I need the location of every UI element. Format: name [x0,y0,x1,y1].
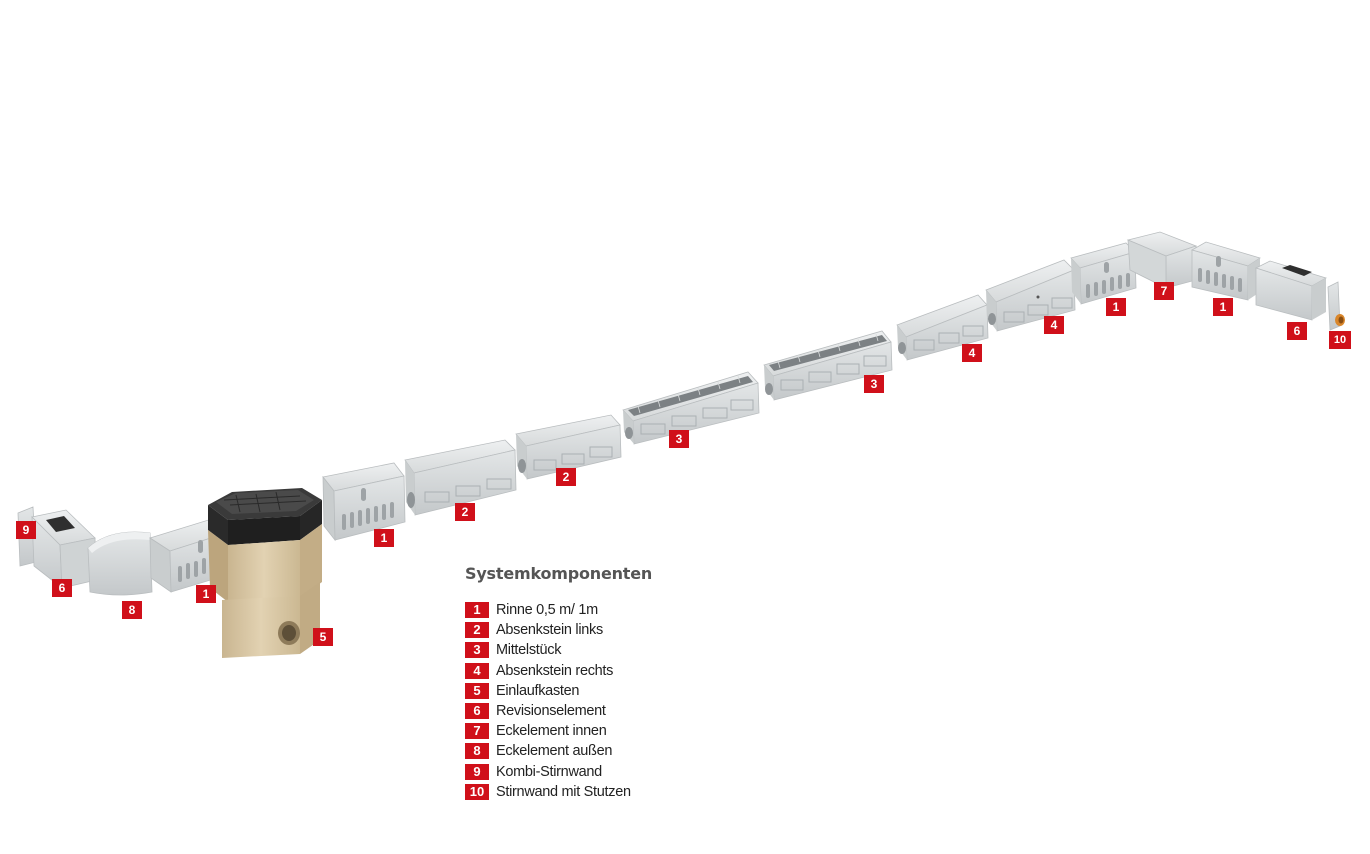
absenkstein-links-a [404,439,517,516]
legend-label: Einlaufkasten [496,682,580,699]
legend-number-badge: 9 [465,763,489,780]
legend-number-badge: 4 [465,662,489,679]
legend-label: Absenkstein rechts [496,662,614,679]
eckelement-innen [1126,231,1198,289]
mittelstueck-a [622,371,760,445]
callout-revisionselement-left: 6 [52,579,72,597]
mittelstueck-b [763,330,893,401]
callout-mittelstueck-b: 3 [864,375,884,393]
revisionselement-left [31,509,97,589]
legend-label: Stirnwand mit Stutzen [496,783,631,800]
eckelement-aussen [87,531,153,596]
callout-einlaufkasten: 5 [313,628,333,646]
legend-item: 10 Stirnwand mit Stutzen [465,782,652,802]
callout-eckelement-innen: 7 [1154,282,1174,300]
legend-number-badge: 2 [465,622,489,639]
callout-rinne-1: 1 [196,585,216,603]
legend-item: 3 Mittelstück [465,640,652,660]
legend-number-badge: 6 [465,703,489,720]
callout-stirnwand-mit-stutzen: 10 [1329,331,1351,349]
legend-item: 9 Kombi-Stirnwand [465,762,652,782]
legend-item: 7 Eckelement innen [465,721,652,741]
legend-number-badge: 10 [465,783,489,800]
callout-revisionselement-right: 6 [1287,322,1307,340]
legend-number-badge: 7 [465,723,489,740]
stirnwand-mit-stutzen [1327,281,1345,331]
legend-title: Systemkomponenten [465,564,653,583]
legend-number-badge: 3 [465,642,489,659]
callout-absenkstein-rechts-a: 4 [962,344,982,362]
rinne-4 [1190,241,1261,301]
callout-mittelstueck-a: 3 [669,430,689,448]
legend-item: 4 Absenkstein rechts [465,661,652,681]
legend-item: 2 Absenkstein links [465,620,652,640]
legend-label: Rinne 0,5 m/ 1m [496,602,598,619]
legend-label: Mittelstück [496,642,562,659]
legend-label: Revisionselement [496,703,606,720]
einlaufkasten [208,488,322,658]
legend-item: 8 Eckelement außen [465,741,652,761]
rinne-3 [1070,242,1137,305]
callout-absenkstein-links-a: 2 [455,503,475,521]
callout-absenkstein-rechts-b: 4 [1044,316,1064,334]
legend-number-badge: 8 [465,743,489,760]
legend-label: Absenkstein links [496,622,603,639]
callout-kombi-stirnwand: 9 [16,521,36,539]
revisionselement-right [1254,260,1328,321]
callout-eckelement-aussen: 8 [122,601,142,619]
absenkstein-rechts-b [985,259,1076,332]
legend-item: 1 Rinne 0,5 m/ 1m [465,600,652,620]
callout-absenkstein-links-b: 2 [556,468,576,486]
callout-rinne-3: 1 [1106,298,1126,316]
legend-item: 6 Revisionselement [465,701,652,721]
legend-number-badge: 5 [465,682,489,699]
rinne-2 [322,462,406,542]
legend-label: Eckelement innen [496,723,607,740]
callout-rinne-2: 1 [374,529,394,547]
legend: Systemkomponenten 1 Rinne 0,5 m/ 1m 2 Ab… [465,564,652,802]
callout-rinne-4: 1 [1213,298,1233,316]
legend-label: Eckelement außen [496,743,613,760]
legend-label: Kombi-Stirnwand [496,763,602,780]
legend-item: 5 Einlaufkasten [465,681,652,701]
absenkstein-links-b [515,414,622,480]
absenkstein-rechts-a [896,294,989,361]
legend-number-badge: 1 [465,602,489,619]
